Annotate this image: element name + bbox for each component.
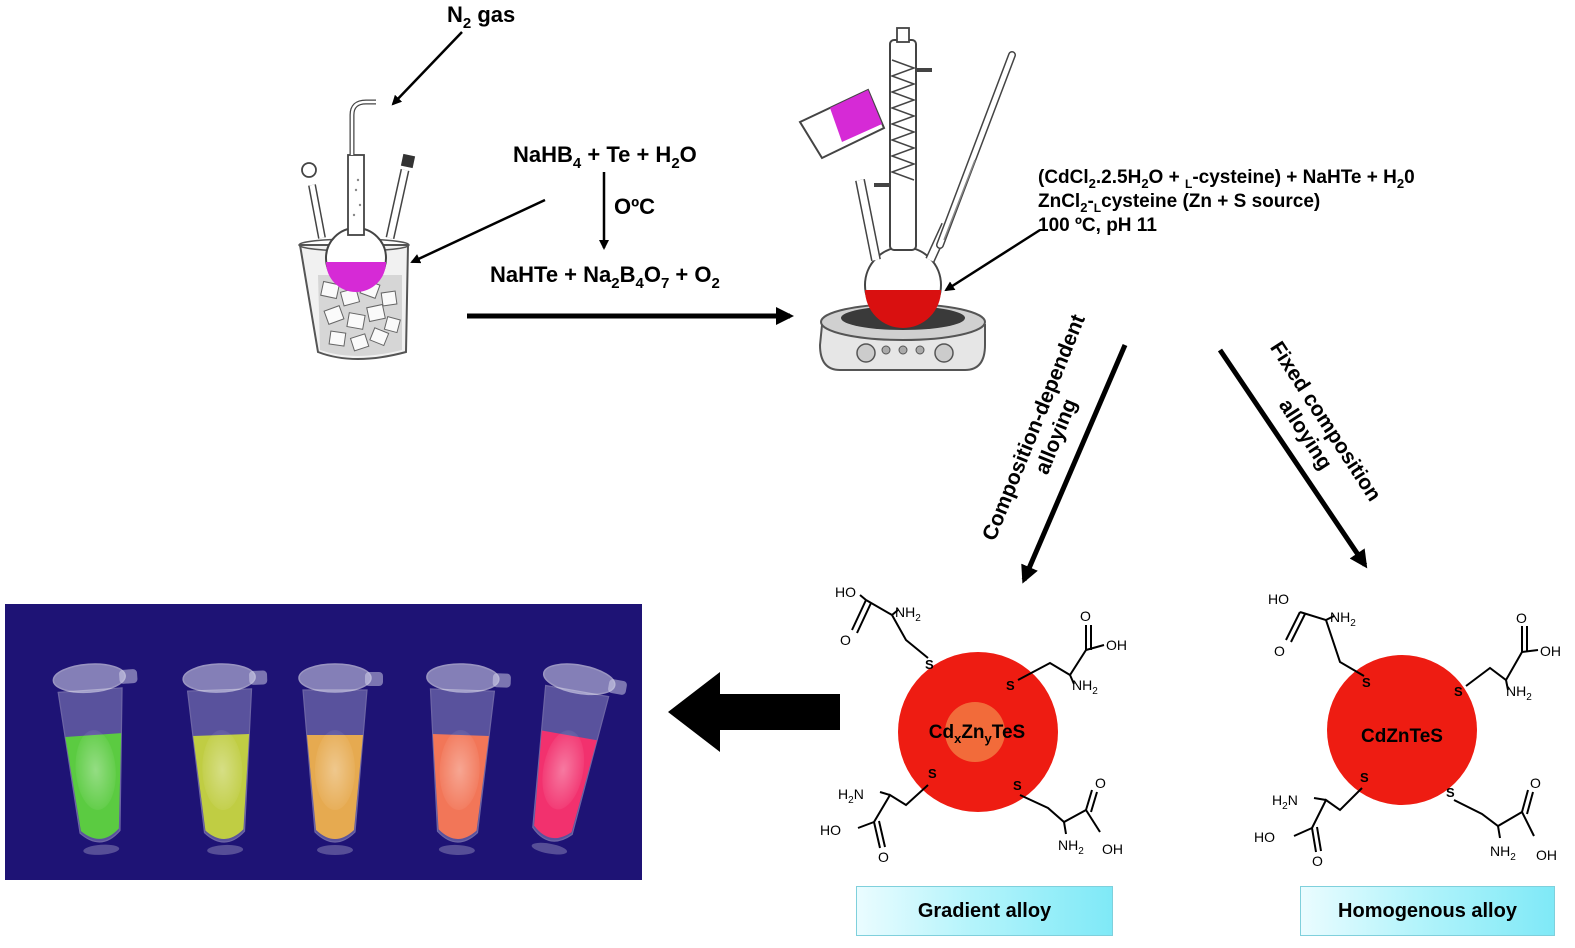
- svg-text:O: O: [840, 632, 851, 648]
- svg-text:ZnCl2-Lcysteine (Zn + S source: ZnCl2-Lcysteine (Zn + S source): [1038, 191, 1320, 215]
- svg-text:O: O: [1274, 643, 1285, 659]
- reaction2-line3: 100 ºC, pH 11: [1038, 215, 1157, 236]
- branch-label-left: Composition-dependent alloying: [978, 311, 1090, 544]
- svg-text:S: S: [1013, 778, 1022, 793]
- pouring-beaker-icon: [798, 88, 886, 160]
- eppendorf-tube-icon: [298, 663, 383, 855]
- svg-text:O: O: [878, 849, 889, 865]
- reaction1-line2: NaHTe + Na2B4O7 + O2: [490, 262, 720, 292]
- svg-text:O: O: [1516, 610, 1527, 626]
- svg-text:S: S: [1360, 770, 1369, 785]
- n2-arrow: [391, 31, 463, 106]
- svg-text:Composition-dependent: Composition-dependent: [978, 311, 1090, 544]
- svg-text:HO: HO: [1268, 591, 1289, 607]
- svg-text:NaHB4 + Te + H2O: NaHB4 + Te + H2O: [513, 142, 697, 172]
- svg-text:O: O: [1530, 775, 1541, 791]
- homogenous-alloy-label-box: Homogenous alloy: [1300, 886, 1555, 936]
- gradient-alloy-label-box: Gradient alloy: [856, 886, 1113, 936]
- svg-text:NH2: NH2: [1330, 609, 1356, 629]
- gradient-alloy-particle: CdxZnyTeS S HO O NH2 S O OH NH2 S: [820, 584, 1127, 865]
- svg-text:NH2: NH2: [1058, 837, 1084, 857]
- homogenous-alloy-particle: CdZnTeS S HO O NH2 S O OH NH2 S H2N: [1254, 591, 1561, 869]
- branch-arrow-right: [1217, 348, 1368, 569]
- gradient-core-formula: CdxZnyTeS: [929, 722, 1025, 746]
- svg-text:NH2: NH2: [895, 604, 921, 624]
- svg-text:S: S: [1454, 684, 1463, 699]
- eppendorf-tube-icon: [426, 663, 511, 855]
- svg-text:OH: OH: [1540, 643, 1561, 659]
- svg-text:S: S: [925, 657, 934, 672]
- reaction2-line2: ZnCl2-Lcysteine (Zn + S source): [1038, 191, 1320, 215]
- svg-text:NH2: NH2: [1490, 843, 1516, 863]
- svg-text:O: O: [1312, 853, 1323, 869]
- svg-text:(CdCl2.2.5H2O + L-cysteine) +: (CdCl2.2.5H2O + L-cysteine) + NaHTe + H2…: [1038, 167, 1415, 191]
- svg-text:OH: OH: [1102, 841, 1123, 857]
- svg-text:NH2: NH2: [1506, 683, 1532, 703]
- thermometer-icon: [936, 51, 1016, 249]
- homogenous-alloy-label: Homogenous alloy: [1338, 899, 1517, 922]
- svg-text:NaHTe + Na2B4O7 + O2: NaHTe + Na2B4O7 + O2: [490, 262, 720, 292]
- svg-text:S: S: [1362, 675, 1371, 690]
- svg-text:HO: HO: [820, 822, 841, 838]
- fat-left-arrow: [668, 672, 840, 752]
- homogenous-core-formula: CdZnTeS: [1361, 726, 1443, 747]
- hot-plate-icon: [818, 303, 986, 371]
- fluorescence-photo: [5, 604, 642, 880]
- svg-text:OH: OH: [1106, 637, 1127, 653]
- ice-bath-pointer-arrow: [410, 198, 546, 264]
- cysteine-ligands-homogenous: S HO O NH2 S O OH NH2 S H2N HO O: [1254, 591, 1561, 869]
- svg-text:S: S: [1006, 678, 1015, 693]
- reaction1-line1: NaHB4 + Te + H2O: [513, 142, 697, 172]
- svg-text:O: O: [1095, 775, 1106, 791]
- flask-pointer-arrow: [944, 228, 1041, 292]
- svg-text:N2 gas: N2 gas: [447, 2, 515, 32]
- eppendorf-tube-icon: [531, 663, 627, 855]
- reaction2-line1: (CdCl2.2.5H2O + L-cysteine) + NaHTe + H2…: [1038, 167, 1415, 191]
- reaction1-condition: OºC: [614, 194, 655, 219]
- cysteine-ligands-gradient: S HO O NH2 S O OH NH2 S H2N HO O: [820, 584, 1127, 865]
- branch-arrow-left: [1021, 344, 1128, 584]
- gradient-alloy-label: Gradient alloy: [917, 899, 1052, 922]
- eppendorf-tube-icon: [52, 663, 138, 855]
- svg-text:H2N: H2N: [838, 786, 864, 806]
- n2-gas-label: N2 gas: [447, 2, 515, 32]
- svg-text:H2N: H2N: [1272, 792, 1298, 812]
- three-neck-flask-icon: [301, 99, 416, 292]
- svg-text:HO: HO: [835, 584, 856, 600]
- reflux-condenser-icon: [874, 27, 932, 251]
- svg-text:HO: HO: [1254, 829, 1275, 845]
- svg-text:NH2: NH2: [1072, 677, 1098, 697]
- eppendorf-tube-icon: [182, 663, 268, 855]
- svg-text:S: S: [1446, 785, 1455, 800]
- svg-text:OH: OH: [1536, 847, 1557, 863]
- svg-text:O: O: [1080, 608, 1091, 624]
- svg-text:S: S: [928, 766, 937, 781]
